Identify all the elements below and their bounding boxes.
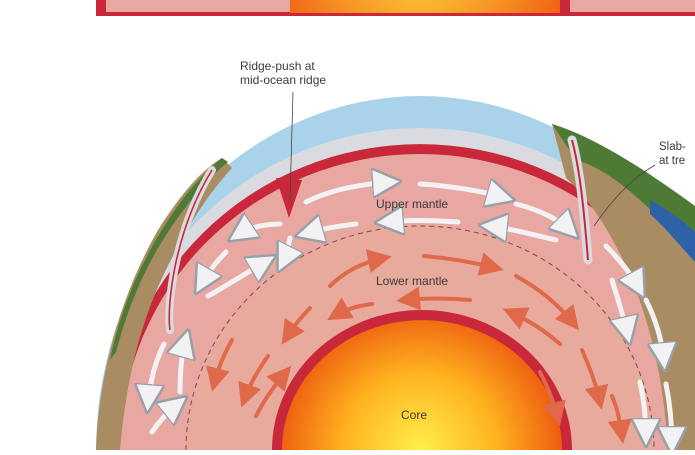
- previous-figure-fragment: [96, 0, 695, 16]
- ridge-push-label: Ridge-push at mid-ocean ridge: [240, 59, 326, 87]
- lower-mantle-label: Lower mantle: [376, 274, 448, 288]
- upper-mantle-label: Upper mantle: [376, 197, 448, 211]
- core-label: Core: [401, 408, 427, 422]
- ridge-push-label-line2: mid-ocean ridge: [240, 73, 326, 87]
- slab-pull-label-line1: Slab-: [659, 140, 686, 154]
- slab-pull-label-line2: at tre: [659, 154, 686, 168]
- slab-pull-label: Slab- at tre: [659, 140, 686, 168]
- ridge-push-label-line1: Ridge-push at: [240, 59, 326, 73]
